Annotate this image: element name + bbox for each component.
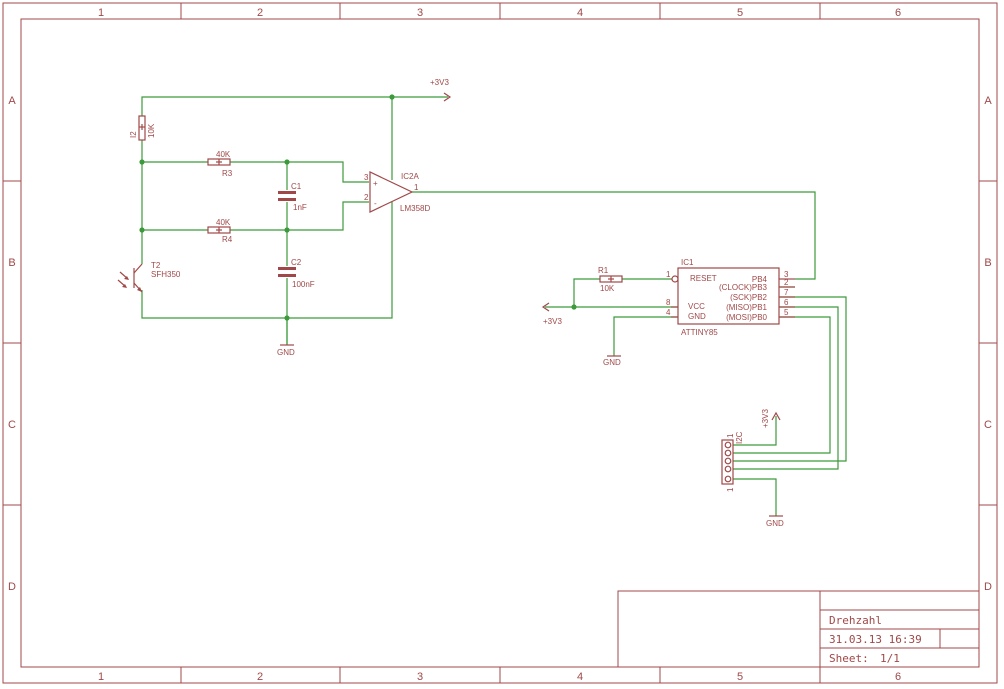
row-label: D [984, 581, 992, 593]
mcu-pin-name: VCC [688, 302, 705, 311]
row-label: B [8, 257, 15, 269]
resistor-r4: 40K R4 [207, 218, 233, 244]
row-labels-right: A B C D [984, 95, 992, 593]
connector-pin-number: 1 [726, 433, 735, 438]
analog-junctions [139, 94, 395, 321]
mcu-pin-number: 5 [784, 308, 789, 317]
col-label: 5 [737, 7, 743, 19]
mcu-pin-number: 8 [666, 298, 671, 307]
ground-label: GND [766, 519, 784, 528]
col-label: 1 [98, 671, 104, 683]
connector-pin-number: 1 [726, 487, 735, 492]
mcu-pin-name: (MISO)PB1 [726, 303, 767, 312]
col-label: 2 [257, 7, 263, 19]
connector-i2c: I2C 1 1 [721, 431, 744, 492]
row-label: D [8, 581, 16, 593]
col-label: 4 [577, 671, 583, 683]
row-label: A [8, 95, 16, 107]
mcu-junction [571, 304, 577, 310]
mcu-pin-number: 7 [784, 288, 789, 297]
col-label: 4 [577, 7, 583, 19]
connector-ref: I2C [735, 431, 744, 444]
mcu-pin-name: RESET [690, 274, 717, 283]
supply-label: +3V3 [430, 78, 449, 87]
capacitor-c1: C1 1nF [278, 182, 307, 212]
phototransistor-t2: T2 SFH350 [117, 261, 181, 293]
supply-3v3-top: +3V3 [430, 78, 452, 102]
capacitor-value: 1nF [293, 203, 307, 212]
ground-label: GND [603, 358, 621, 367]
resistor-value: 10K [600, 284, 615, 293]
opamp-pin-number: 1 [414, 183, 419, 192]
mcu-pin-name: PB4 [752, 275, 768, 284]
ground-symbol-1: GND [277, 318, 295, 357]
analog-wires [141, 96, 816, 345]
row-label: B [984, 257, 991, 269]
row-label: C [8, 419, 16, 431]
row-label: A [984, 95, 992, 107]
drawing-date: 31.03.13 16:39 [829, 633, 922, 646]
mcu-pin-name: (CLOCK)PB3 [719, 283, 768, 292]
supply-3v3-connector: +3V3 [761, 409, 781, 428]
col-label: 5 [737, 671, 743, 683]
title-block: Drehzahl 31.03.13 16:39 Sheet: 1/1 [617, 590, 980, 668]
mcu-pin-number: 2 [784, 278, 789, 287]
opamp-ic2a: + - 3 2 1 IC2A LM358D [364, 171, 430, 213]
capacitor-c2: C2 100nF [278, 258, 315, 289]
col-label: 3 [417, 7, 423, 19]
transistor-value: SFH350 [151, 270, 181, 279]
resistor-value: 10K [147, 123, 156, 138]
opamp-pin-number: 2 [364, 193, 369, 202]
transistor-ref: T2 [151, 261, 161, 270]
capacitor-ref: C2 [291, 258, 302, 267]
column-labels-top: 1 2 3 4 5 6 [98, 7, 901, 19]
mcu-pin-number: 3 [784, 270, 789, 279]
capacitor-ref: C1 [291, 182, 302, 191]
resistor-ref: R4 [222, 235, 233, 244]
mcu-pin-number: 4 [666, 308, 671, 317]
resistor-i2: I2 10K [129, 115, 156, 141]
resistor-value: 40K [216, 218, 231, 227]
resistor-r3: 40K R3 [207, 150, 233, 178]
sheet-number: 1/1 [880, 652, 900, 665]
opamp-value: LM358D [400, 204, 430, 213]
opamp-pin-number: 3 [364, 173, 369, 182]
ground-symbol-3: GND [766, 515, 784, 528]
supply-3v3-left: +3V3 [541, 302, 562, 326]
opamp-plus-sign: + [373, 179, 378, 188]
col-label: 3 [417, 671, 423, 683]
col-label: 6 [895, 671, 901, 683]
ground-symbol-2: GND [603, 355, 621, 367]
mcu-pin-number: 1 [666, 270, 671, 279]
mcu-pin-name: (SCK)PB2 [730, 293, 767, 302]
mcu-wires [545, 278, 847, 516]
capacitor-value: 100nF [292, 280, 315, 289]
column-labels-bottom: 1 2 3 4 5 6 [98, 671, 901, 683]
mcu-value: ATTINY85 [681, 328, 718, 337]
mcu-pin-number: 6 [784, 298, 789, 307]
resistor-ref: I2 [129, 131, 138, 138]
supply-label: +3V3 [761, 409, 770, 428]
mcu-pin-name: GND [688, 312, 706, 321]
col-label: 6 [895, 7, 901, 19]
ground-label: GND [277, 348, 295, 357]
row-labels-left: A B C D [8, 95, 16, 593]
opamp-ref: IC2A [401, 172, 419, 181]
col-label: 1 [98, 7, 104, 19]
mcu-ref: IC1 [681, 258, 694, 267]
drawing-title: Drehzahl [829, 614, 882, 627]
mcu-pin-name: (MOSI)PB0 [726, 313, 767, 322]
row-label: C [984, 419, 992, 431]
sheet-label: Sheet: [829, 652, 869, 665]
resistor-value: 40K [216, 150, 231, 159]
resistor-ref: R3 [222, 169, 233, 178]
resistor-r1: R1 10K [598, 266, 623, 293]
col-label: 2 [257, 671, 263, 683]
supply-label: +3V3 [543, 317, 562, 326]
resistor-ref: R1 [598, 266, 609, 275]
mcu-ic1: IC1 ATTINY85 1 RESET 8 VCC 4 GND PB4 3 (… [666, 258, 795, 337]
opamp-minus-sign: - [374, 199, 377, 208]
